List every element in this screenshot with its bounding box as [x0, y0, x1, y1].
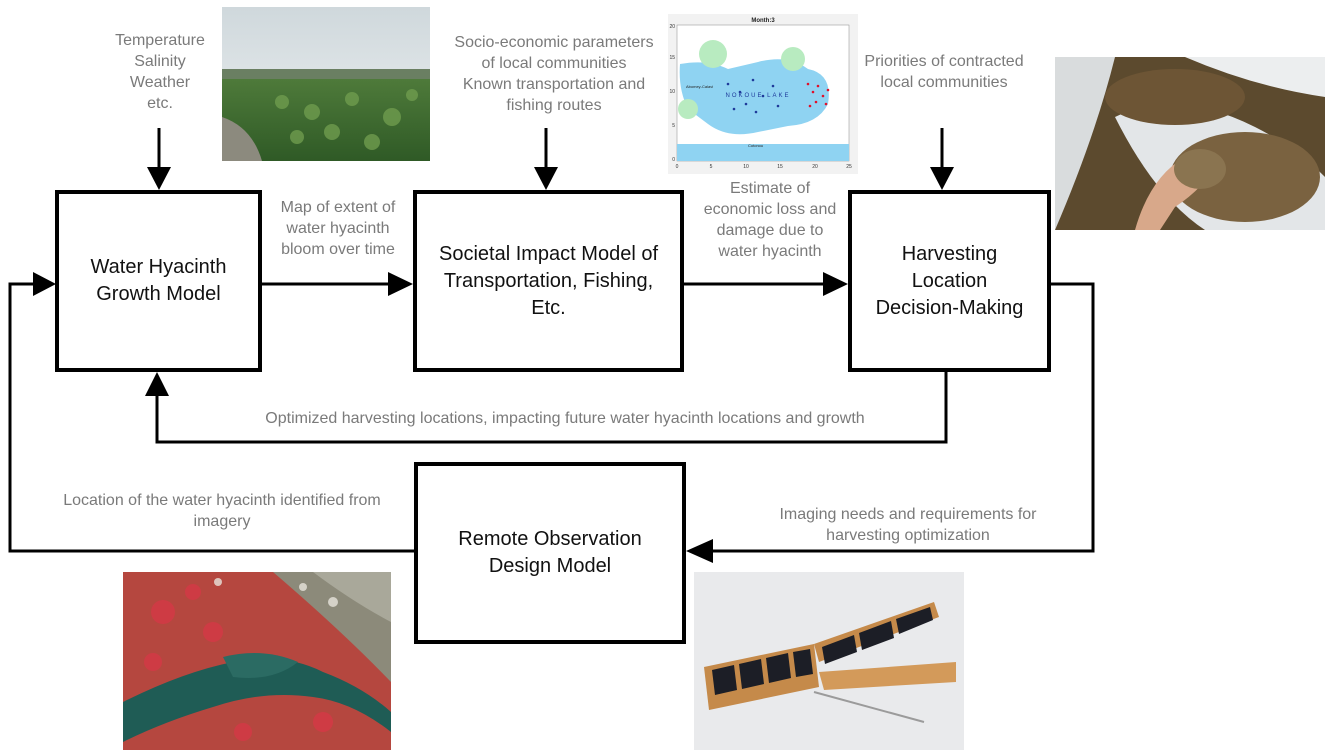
- label-line: Map of extent of: [280, 199, 396, 216]
- arrowhead: [930, 167, 954, 190]
- label-line: Estimate of: [729, 180, 811, 197]
- lake-map-image: Month:3 NOKOUE LAKE Abomey-Calavi Cotono…: [669, 18, 852, 170]
- growth-inputs-label: Temperature Salinity Weather etc.: [90, 30, 230, 114]
- map-title: Month:3: [751, 18, 775, 24]
- label-line: Socio-economic parameters: [454, 34, 654, 51]
- label-line: damage due to: [716, 222, 824, 239]
- box-line: Etc.: [531, 296, 566, 319]
- map-y-tick: 0: [672, 157, 675, 163]
- map-y-tick: 20: [669, 24, 675, 30]
- harvesting-location-box: Harvesting Location Decision-Making: [848, 190, 1051, 372]
- map-x-tick: 20: [812, 164, 818, 170]
- label-line: Location of the water hyacinth identifie…: [63, 492, 381, 509]
- arrowhead: [534, 167, 558, 190]
- remote-observation-design-model-box: Remote Observation Design Model: [414, 462, 686, 644]
- label-line: Imaging needs and requirements for: [779, 506, 1037, 523]
- societal-inputs-label: Socio-economic parameters of local commu…: [440, 32, 668, 116]
- label-line: Temperature: [115, 32, 205, 49]
- societal-impact-model-box: Societal Impact Model of Transportation,…: [413, 190, 684, 372]
- label-line: Known transportation and: [462, 76, 646, 93]
- arrow-feedback-loop: [155, 372, 948, 444]
- map-x-tick: 15: [777, 164, 783, 170]
- label-line: water hyacinth: [718, 243, 822, 260]
- field-photo-image: [222, 7, 430, 161]
- arrow-harvesting-to-remote: [708, 282, 1095, 553]
- label-line: harvesting optimization: [826, 527, 990, 544]
- map-x-tick: 25: [846, 164, 852, 170]
- box-line: Location: [911, 269, 988, 292]
- box-line: Transportation, Fishing,: [443, 269, 654, 292]
- label-line: local communities: [880, 74, 1008, 91]
- label-line: bloom over time: [281, 241, 395, 258]
- lake-map-figure: Month:3 NOKOUE LAKE Abomey-Calavi Cotono…: [668, 14, 858, 174]
- cubesat-photo: [694, 572, 964, 750]
- biomass-photo-image: [1055, 57, 1325, 230]
- label-line: etc.: [147, 95, 173, 112]
- feedback-label: Optimized harvesting locations, impactin…: [180, 408, 950, 429]
- harvesting-inputs-label: Priorities of contracted local communiti…: [858, 51, 1030, 93]
- label-line: fishing routes: [506, 97, 602, 114]
- map-y-tick: 15: [669, 55, 675, 61]
- harvesting-to-remote-label: Imaging needs and requirements for harve…: [748, 504, 1068, 546]
- box-line: Remote Observation: [458, 528, 642, 550]
- remote-to-growth-label: Location of the water hyacinth identifie…: [40, 490, 404, 532]
- box-line: Societal Impact Model of: [439, 242, 658, 265]
- arrow-remote-to-growth: [8, 282, 414, 553]
- box-line: Harvesting: [901, 242, 998, 265]
- map-x-tick: 10: [743, 164, 749, 170]
- label-line: water hyacinth: [286, 220, 390, 237]
- map-y-tick: 5: [672, 123, 675, 129]
- water-hyacinth-growth-model-box: Water Hyacinth Growth Model: [55, 190, 262, 372]
- box-line: Growth Model: [96, 283, 221, 305]
- arrowhead: [388, 272, 413, 296]
- box-line: Water Hyacinth: [90, 256, 227, 278]
- label-line: Optimized harvesting locations, impactin…: [265, 410, 865, 427]
- arrowhead: [147, 167, 171, 190]
- map-x-tick: 0: [676, 164, 679, 170]
- arrowhead: [823, 272, 848, 296]
- map-place-label: Cotonou: [748, 143, 763, 148]
- growth-to-societal-label: Map of extent of water hyacinth bloom ov…: [266, 197, 410, 260]
- arrowhead: [686, 539, 713, 563]
- cubesat-image: [694, 572, 964, 750]
- arrowhead: [145, 372, 169, 396]
- label-line: of local communities: [481, 55, 627, 72]
- map-lake-label: NOKOUE LAKE: [725, 93, 790, 99]
- label-line: Priorities of contracted: [864, 53, 1024, 70]
- label-line: Weather: [129, 74, 191, 91]
- satellite-image: [123, 572, 391, 750]
- box-line: Decision-Making: [875, 296, 1024, 319]
- water-hyacinth-field-photo: [222, 7, 430, 161]
- label-line: economic loss and: [703, 201, 837, 218]
- map-y-tick: 10: [669, 89, 675, 95]
- map-place-label: Abomey-Calavi: [686, 84, 713, 89]
- societal-to-harvesting-label: Estimate of economic loss and damage due…: [695, 178, 845, 262]
- arrowhead: [33, 272, 56, 296]
- label-line: imagery: [193, 513, 251, 530]
- satellite-imagery-photo: [123, 572, 391, 750]
- harvested-biomass-photo: [1055, 57, 1325, 230]
- label-line: Salinity: [134, 53, 186, 70]
- map-x-tick: 5: [710, 164, 713, 170]
- box-line: Design Model: [488, 555, 612, 577]
